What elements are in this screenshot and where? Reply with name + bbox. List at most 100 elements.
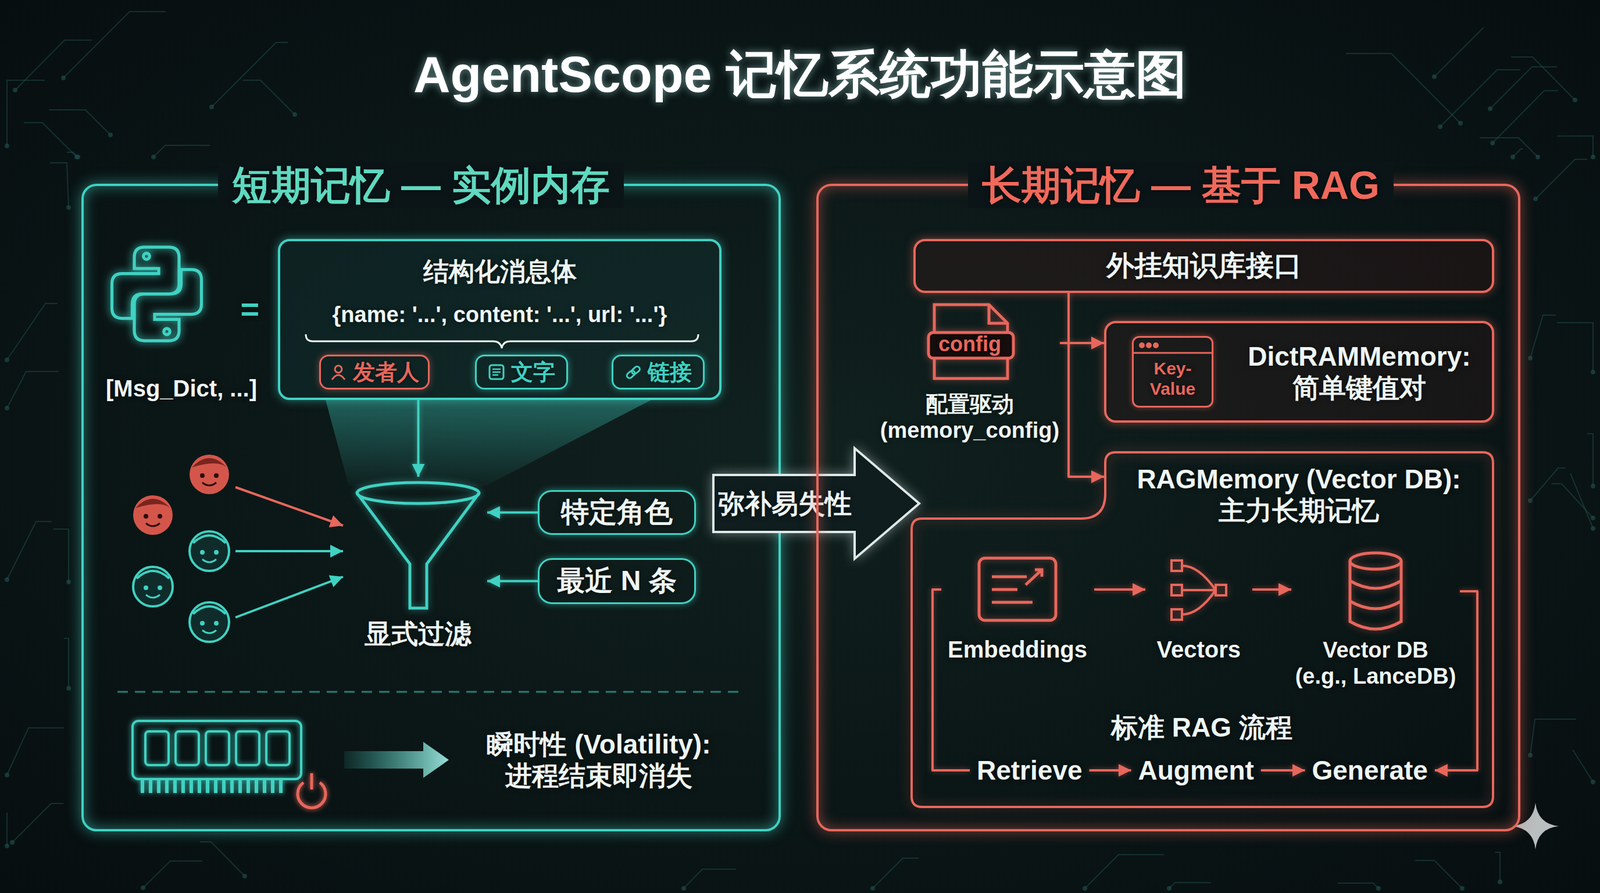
node-text: DictRAMMemory: 简单键值对 <box>1247 340 1473 405</box>
decor-circle <box>4 143 10 149</box>
decor-circle <box>151 154 156 160</box>
node-text: config <box>938 331 1002 357</box>
field-icon <box>624 363 642 381</box>
database-step: Vector DB (e.g., LanceDB) <box>1291 548 1460 696</box>
decor-circle <box>163 328 171 335</box>
decor-circle <box>4 843 10 849</box>
filter-pill: 特定角色 <box>537 490 696 535</box>
decor-circle <box>1458 120 1463 126</box>
decor-path <box>1479 137 1538 157</box>
decor-line <box>310 773 314 790</box>
rag-outline-svg <box>910 451 1495 809</box>
volatility-note: 瞬时性 (Volatility): 进程结束即消失 <box>486 728 713 792</box>
decor-path <box>143 861 203 888</box>
decor-path <box>1350 561 1402 630</box>
decor-rect <box>489 365 504 380</box>
decor-rect <box>979 558 1056 621</box>
decor-path <box>243 80 295 115</box>
decor-circle <box>4 405 10 411</box>
connector-arrow <box>1089 769 1132 772</box>
decor-line <box>1133 352 1212 355</box>
volatility-arrow <box>344 741 449 778</box>
node-text: Key- Value <box>1148 358 1197 400</box>
decor-path <box>1181 565 1216 615</box>
decor-path <box>1025 569 1042 585</box>
rag-step: Generate <box>1305 752 1435 789</box>
decor-circle <box>140 885 146 891</box>
people-arrows <box>235 487 344 618</box>
decor-circle <box>108 132 113 138</box>
decor-circle <box>1431 74 1437 80</box>
decor-path <box>134 269 202 342</box>
database-icon-svg <box>1346 550 1405 632</box>
decor-circle <box>1527 498 1533 503</box>
decor-ellipse <box>1350 552 1402 570</box>
decor-circle <box>1510 154 1516 160</box>
decor-circle <box>1487 106 1493 112</box>
decor-rect <box>145 731 169 766</box>
decor-path <box>1415 860 1463 889</box>
decor-path <box>1440 69 1521 127</box>
decor-path <box>1530 315 1556 359</box>
decor-circle <box>1490 140 1495 146</box>
divider <box>117 691 740 694</box>
rag-step: Augment <box>1131 752 1262 789</box>
decor-path <box>6 80 45 146</box>
field-icon <box>329 363 348 381</box>
decor-g <box>928 304 1014 379</box>
decor-circle <box>1590 515 1596 521</box>
decor-path <box>1572 750 1594 782</box>
connector-arrow <box>417 400 420 477</box>
decor-circle <box>1590 369 1596 375</box>
rag-outline <box>910 451 1495 809</box>
decor-path <box>911 452 1494 807</box>
decor-g <box>1171 560 1227 620</box>
decor-line <box>235 550 344 553</box>
field-pill: 链接 <box>611 354 705 390</box>
decor-circle <box>209 104 214 110</box>
window-bar-svg <box>1133 337 1212 355</box>
decor-circle <box>143 253 150 260</box>
decor-path <box>683 869 737 889</box>
diagram-title: AgentScope 记忆系统功能示意图 <box>413 44 1187 105</box>
node-text: RAGMemory (Vector DB): 主力长期记忆 <box>1136 463 1463 527</box>
decor-circle <box>1147 343 1152 348</box>
decor-circle <box>1572 97 1578 103</box>
people <box>133 454 230 642</box>
connector-arrow <box>1094 588 1146 591</box>
decor-use <box>189 602 230 642</box>
decor-circle <box>1459 886 1465 891</box>
node-text: 弥补易失性 <box>718 487 852 520</box>
decor-circle <box>292 112 298 117</box>
decor-path <box>6 812 8 846</box>
vector-icon <box>1166 555 1231 623</box>
decor-rect <box>132 720 302 780</box>
decor-circle <box>12 87 18 93</box>
decor-circle <box>681 886 687 891</box>
decor-use <box>133 566 173 607</box>
connector-arrow <box>1252 588 1292 591</box>
decor-rect <box>266 731 290 766</box>
decor-line <box>235 576 344 618</box>
decor-circle <box>61 75 66 81</box>
decor-circle <box>4 772 10 778</box>
decor-path <box>48 109 111 135</box>
decor-path <box>50 162 69 208</box>
node-text: Vectors <box>1156 636 1242 664</box>
decor-path <box>12 803 64 843</box>
decor-line <box>235 487 344 526</box>
decor-circle <box>1527 752 1533 758</box>
decor-path <box>200 841 245 877</box>
decor-path <box>63 11 166 78</box>
decor-path <box>1490 66 1557 109</box>
decor-path <box>1511 56 1575 100</box>
funnel-symbol-svg <box>349 476 488 611</box>
field-icon-svg <box>329 363 348 381</box>
decor-path <box>1556 136 1594 157</box>
decor-circle <box>66 205 71 210</box>
decor-path <box>1169 882 1212 889</box>
decor-rect <box>1215 584 1227 596</box>
decor-g <box>356 482 480 609</box>
decor-path <box>1570 473 1594 529</box>
memory-box: DictRAMMemory: 简单键值对 Key- Value <box>1104 320 1495 423</box>
